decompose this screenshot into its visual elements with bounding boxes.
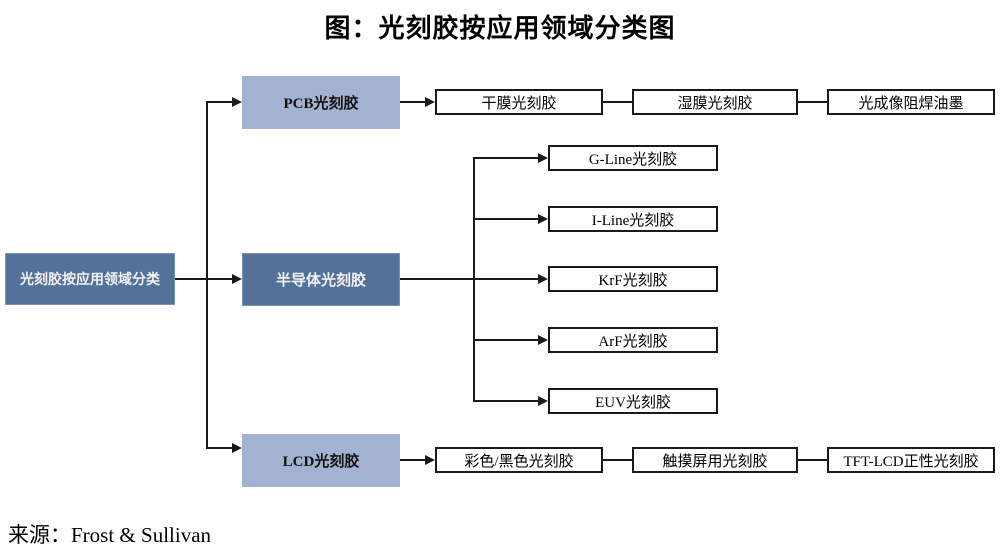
leaf-node-lcd-3: TFT-LCD正性光刻胶 — [827, 447, 995, 473]
connector-pcb-2-3 — [798, 101, 827, 103]
arrowhead-gline — [538, 153, 548, 163]
leaf-node-krf: KrF光刻胶 — [548, 266, 718, 292]
leaf-node-arf: ArF光刻胶 — [548, 327, 718, 353]
branch-node-semiconductor: 半导体光刻胶 — [242, 253, 400, 306]
arrowhead-krf — [538, 274, 548, 284]
diagram-title: 图：光刻胶按应用领域分类图 — [324, 14, 676, 43]
leaf-node-lcd-1: 彩色/黑色光刻胶 — [435, 447, 603, 473]
connector-semi-arf — [473, 339, 538, 341]
connector-root — [175, 278, 232, 280]
connector-lcd — [206, 447, 232, 449]
arrowhead-pcb — [232, 97, 242, 107]
branch-node-pcb: PCB光刻胶 — [242, 76, 400, 129]
arrowhead-euv — [538, 396, 548, 406]
connector-pcb-1-2 — [603, 101, 632, 103]
source-caption: 来源：Frost & Sullivan — [8, 523, 212, 547]
leaf-node-pcb-1: 干膜光刻胶 — [435, 89, 603, 115]
connector-pcb-child — [400, 101, 425, 103]
connector-semi-iline — [473, 218, 538, 220]
leaf-node-lcd-2: 触摸屏用光刻胶 — [632, 447, 798, 473]
connector-pcb — [206, 101, 232, 103]
arrowhead-pcb-child — [425, 97, 435, 107]
arrowhead-lcd — [232, 443, 242, 453]
connector-lcd-child — [400, 459, 425, 461]
leaf-node-iline: I-Line光刻胶 — [548, 206, 718, 232]
branch-node-lcd: LCD光刻胶 — [242, 434, 400, 487]
leaf-node-euv: EUV光刻胶 — [548, 388, 718, 414]
arrowhead-iline — [538, 214, 548, 224]
connector-semi-gline — [473, 157, 538, 159]
connector-lcd-1-2 — [603, 459, 632, 461]
connector-lcd-2-3 — [798, 459, 827, 461]
root-node: 光刻胶按应用领域分类 — [5, 253, 175, 305]
arrowhead-semiconductor — [232, 274, 242, 284]
leaf-node-gline: G-Line光刻胶 — [548, 145, 718, 171]
arrowhead-lcd-child — [425, 455, 435, 465]
spine-level2 — [473, 157, 475, 402]
spine-level1 — [206, 101, 208, 449]
leaf-node-pcb-2: 湿膜光刻胶 — [632, 89, 798, 115]
leaf-node-pcb-3: 光成像阻焊油墨 — [827, 89, 995, 115]
arrowhead-arf — [538, 335, 548, 345]
connector-semi-main — [400, 278, 538, 280]
connector-semi-euv — [473, 400, 538, 402]
